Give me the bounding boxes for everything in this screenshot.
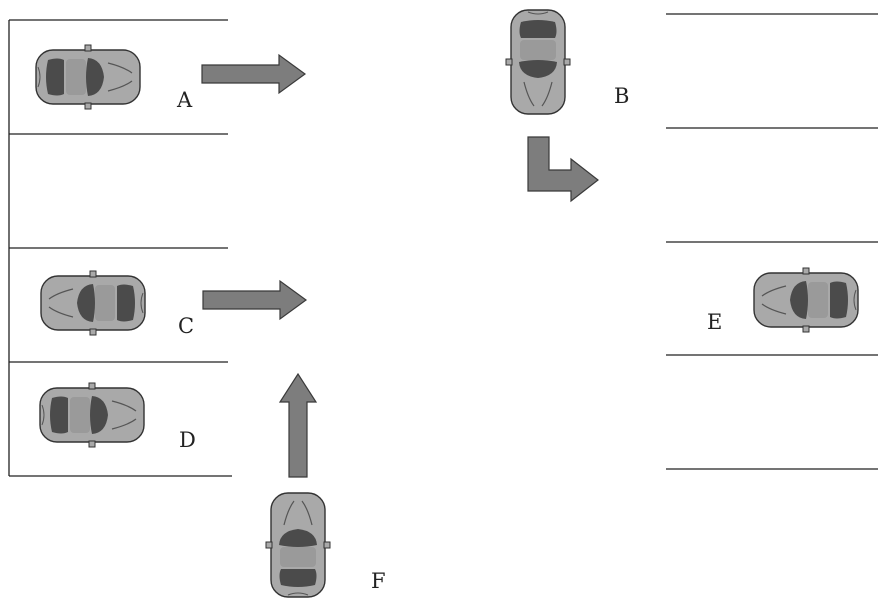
- car-label-e: E: [707, 310, 722, 334]
- arrow-c: [202, 279, 308, 321]
- car-d: [39, 382, 145, 448]
- left-parking-lines: [8, 19, 232, 477]
- car-e: [753, 267, 859, 333]
- car-c: [40, 270, 146, 336]
- car-label-c: C: [178, 314, 194, 338]
- car-label-d: D: [179, 428, 196, 452]
- arrow-a: [201, 53, 307, 95]
- arrow-b: [527, 136, 599, 203]
- arrow-f: [278, 372, 318, 478]
- car-f: [265, 492, 331, 598]
- right-parking-lines: [666, 13, 878, 470]
- car-label-a: A: [176, 88, 193, 112]
- car-label-b: B: [614, 84, 629, 108]
- car-a: [35, 44, 141, 110]
- car-b: [505, 9, 571, 115]
- car-label-f: F: [371, 569, 386, 593]
